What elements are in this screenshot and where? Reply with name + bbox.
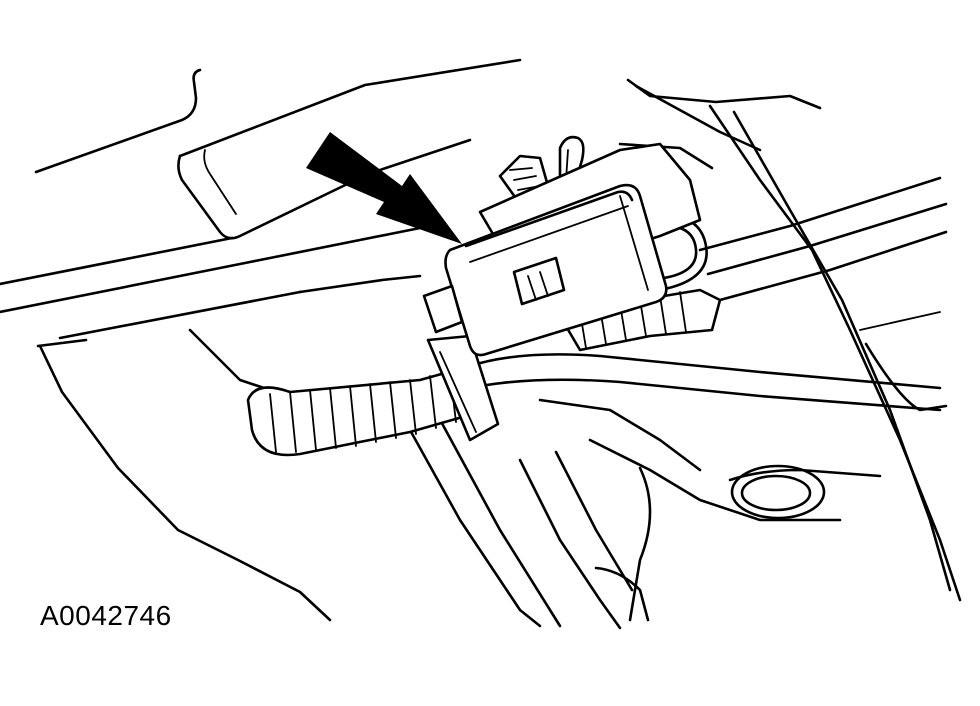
figure-id-label: A0042746 [40,600,172,631]
body-panels [0,58,962,630]
electrical-connector [422,135,702,357]
location-arrow-icon [306,132,462,244]
wiring-harness [246,213,942,457]
